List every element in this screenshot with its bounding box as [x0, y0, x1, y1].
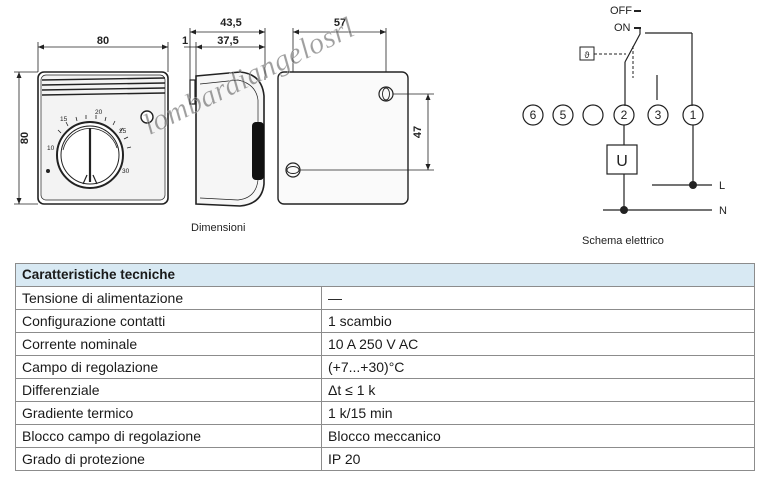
line-l-label: L	[719, 180, 725, 192]
scale-30: 30	[122, 168, 130, 175]
spec-label: Campo di regolazione	[15, 355, 322, 379]
back-width-label: 57	[334, 17, 346, 29]
terminal-5: 5	[560, 108, 567, 122]
scale-15: 15	[60, 116, 68, 123]
spec-label: Grado di protezione	[15, 447, 322, 471]
spec-label: Tensione di alimentazione	[15, 286, 322, 310]
front-height-label: 80	[19, 132, 31, 144]
spec-label: Gradiente termico	[15, 401, 322, 425]
specs-table: Caratteristiche tecniche Tensione di ali…	[15, 263, 755, 471]
schema-caption: Schema elettrico	[582, 235, 664, 247]
dimension-labels: 80 80 43,5 1 37,5 57 47	[19, 17, 424, 144]
side-gap-label: 1	[182, 35, 188, 47]
side-depth-total-label: 43,5	[220, 17, 241, 29]
spec-label: Differenziale	[15, 378, 322, 402]
theta-symbol: ϑ	[585, 50, 590, 60]
spec-value: —	[321, 286, 755, 310]
front-width-label: 80	[97, 35, 109, 47]
spec-value: 1 scambio	[321, 309, 755, 333]
front-view	[14, 42, 169, 205]
on-label: ON	[614, 22, 631, 34]
scale-10: 10	[47, 145, 55, 152]
off-label: OFF	[610, 5, 632, 17]
technical-drawings: 80 80 43,5 1 37,5 57 47 10 15 20 25 30	[14, 5, 727, 247]
terminal-2: 2	[621, 108, 628, 122]
terminal-1: 1	[690, 108, 697, 122]
spec-value: (+7...+30)°C	[321, 355, 755, 379]
spec-value: 10 A 250 V AC	[321, 332, 755, 356]
side-view	[184, 28, 266, 207]
specs-table-header: Caratteristiche tecniche	[15, 263, 755, 287]
knob-scale: 10 15 20 25 30	[47, 109, 130, 175]
scale-25: 25	[119, 128, 127, 135]
spec-label: Corrente nominale	[15, 332, 322, 356]
table-row: Campo di regolazione(+7...+30)°C	[15, 355, 755, 379]
dimensions-caption: Dimensioni	[191, 222, 246, 234]
spec-value: Blocco meccanico	[321, 424, 755, 448]
line-n-label: N	[719, 205, 727, 217]
spec-label: Blocco campo di regolazione	[15, 424, 322, 448]
terminal-3: 3	[655, 108, 662, 122]
spec-value: Δt ≤ 1 k	[321, 378, 755, 402]
dimension-drawing: 80 80 43,5 1 37,5 57 47 10 15 20 25 30	[14, 5, 727, 217]
hole-spacing-label: 47	[412, 126, 424, 138]
terminal-6: 6	[530, 108, 537, 122]
side-depth-body-label: 37,5	[217, 35, 238, 47]
table-row: Tensione di alimentazione—	[15, 286, 755, 310]
back-view	[277, 28, 434, 205]
wiring-schema	[522, 10, 712, 214]
spec-label: Configurazione contatti	[15, 309, 322, 333]
scale-20: 20	[95, 109, 103, 116]
schema-labels: OFF ON ϑ 6 5 2 3 1 U L N	[530, 5, 727, 217]
load-label: U	[616, 153, 628, 170]
specs-table-title: Caratteristiche tecniche	[15, 263, 755, 287]
spec-value: 1 k/15 min	[321, 401, 755, 425]
spec-value: IP 20	[321, 447, 755, 471]
